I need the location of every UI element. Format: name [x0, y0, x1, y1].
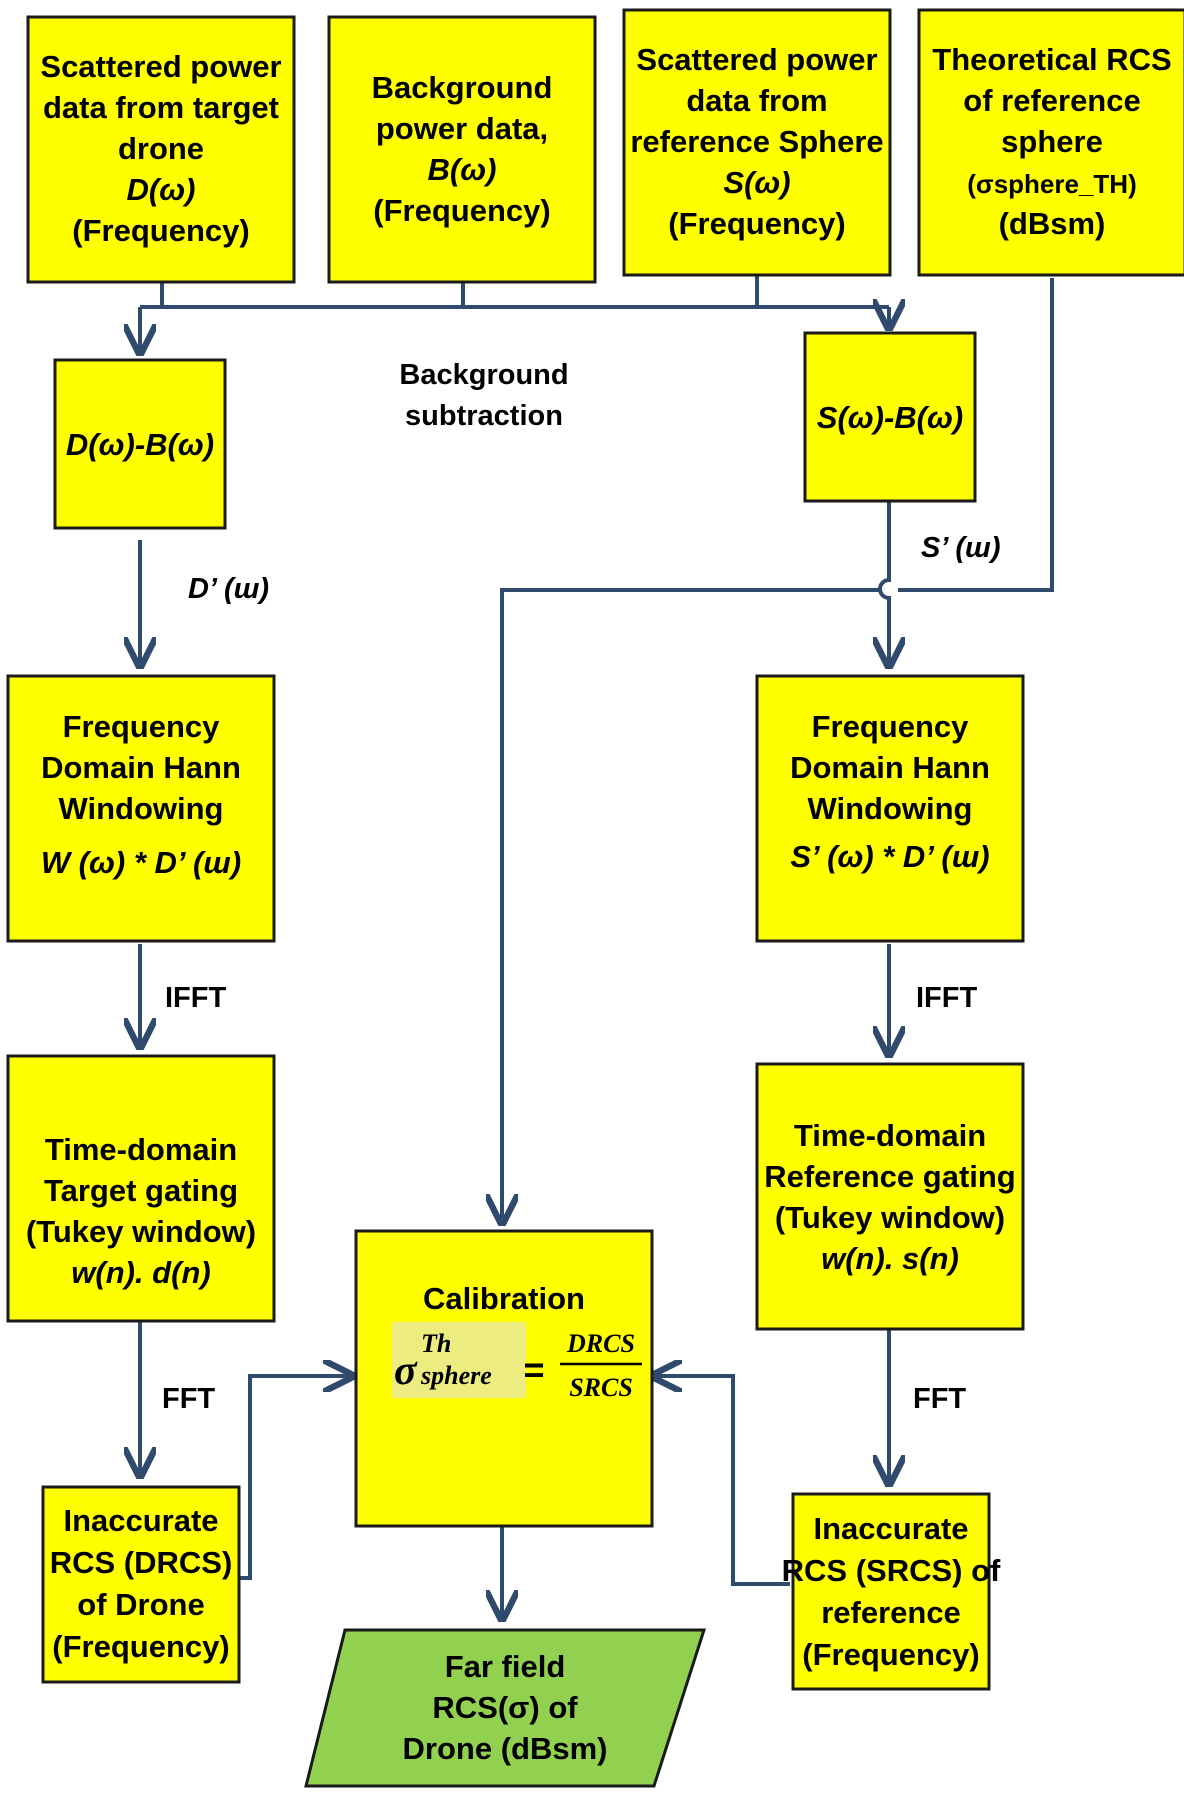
box-text: Far field	[445, 1649, 566, 1684]
ifft-label-left: IFFT	[165, 982, 226, 1014]
background-subtraction-label: Background	[399, 359, 568, 391]
box-text: Reference gating	[764, 1159, 1016, 1194]
box-text: reference	[821, 1595, 961, 1630]
calibration-title: Calibration	[423, 1281, 585, 1316]
edge-labels: Background subtraction D’ (ɯ) S’ (ɯ) IFF…	[162, 359, 1000, 1415]
box-text: B(ω)	[428, 152, 497, 187]
ifft-label-right: IFFT	[916, 982, 977, 1014]
connector-theoretical	[898, 278, 1054, 592]
formula-equals: =	[523, 1349, 544, 1390]
box-text: RCS(σ) of	[432, 1690, 578, 1725]
box-text: Drone (dBsm)	[403, 1731, 608, 1766]
arrow-to-calibration-top	[502, 588, 880, 1222]
box-hann-left: Frequency Domain Hann Windowing W (ω) * …	[6, 674, 276, 943]
box-text: Windowing	[58, 791, 223, 826]
formula-superscript: Th	[421, 1329, 451, 1358]
box-text: w(n). s(n)	[821, 1241, 959, 1276]
box-text: data from	[686, 83, 827, 118]
box-text: S(ω)-B(ω)	[817, 400, 963, 435]
fft-label-right: FFT	[913, 1383, 966, 1415]
connectors	[140, 276, 1054, 1618]
arrow-s-prime	[880, 502, 889, 665]
box-text: of reference	[963, 83, 1140, 118]
box-text: Background	[372, 70, 553, 105]
box-text: drone	[118, 131, 204, 166]
box-text: data from target	[43, 90, 279, 125]
box-text: Frequency	[63, 709, 221, 744]
box-text: power data,	[376, 111, 548, 146]
s-prime-label: S’ (ɯ)	[921, 532, 1000, 564]
box-text: Scattered power	[40, 49, 281, 84]
formula-numerator: DRCS	[566, 1329, 635, 1358]
box-calibration: Calibration σ Th sphere = DRCS SRCS	[354, 1229, 654, 1528]
box-text: Domain Hann	[41, 750, 241, 785]
box-text: (Tukey window)	[26, 1214, 256, 1249]
box-text: (Frequency)	[802, 1637, 979, 1672]
box-text: D(ω)	[127, 172, 196, 207]
box-text: Frequency	[812, 709, 970, 744]
box-text: Theoretical RCS	[932, 42, 1171, 77]
arrow-reference-to-calibration	[654, 1376, 790, 1586]
box-text: Target gating	[44, 1173, 238, 1208]
formula-sigma: σ	[394, 1348, 418, 1394]
box-text: sphere	[1001, 124, 1103, 159]
box-rcs-reference: Inaccurate RCS (SRCS) of reference (Freq…	[782, 1492, 1001, 1691]
box-text: (dBsm)	[999, 206, 1106, 241]
box-text: w(n). d(n)	[71, 1255, 210, 1290]
box-text: Domain Hann	[790, 750, 990, 785]
d-prime-label: D’ (ɯ)	[188, 573, 269, 605]
box-text: Scattered power	[636, 42, 877, 77]
arrow-drone-to-calibration	[240, 1376, 351, 1580]
box-text: (σsphere_TH)	[967, 169, 1136, 199]
box-text: of Drone	[77, 1587, 204, 1622]
box-theoretical-rcs: Theoretical RCS of reference sphere (σsp…	[917, 8, 1184, 277]
background-subtraction-label: subtraction	[405, 400, 563, 432]
box-text: Inaccurate	[63, 1503, 218, 1538]
box-gating-right: Time-domain Reference gating (Tukey wind…	[755, 1062, 1025, 1331]
box-text: (Tukey window)	[775, 1200, 1005, 1235]
box-reference-sphere: Scattered power data from reference Sphe…	[622, 8, 892, 277]
box-text: RCS (DRCS)	[50, 1545, 233, 1580]
box-hann-right: Frequency Domain Hann Windowing S’ (ω) *…	[755, 674, 1025, 943]
far-field-output: Far field RCS(σ) of Drone (dBsm)	[304, 1628, 707, 1788]
box-text: W (ω) * D’ (ɯ)	[41, 845, 241, 880]
box-text: (Frequency)	[373, 193, 550, 228]
box-text: Time-domain	[45, 1132, 237, 1167]
formula-denominator: SRCS	[569, 1373, 633, 1402]
box-text: S’ (ω) * D’ (ɯ)	[790, 839, 989, 874]
box-text: Windowing	[807, 791, 972, 826]
box-text: RCS (SRCS) of	[782, 1553, 1001, 1588]
box-text: (Frequency)	[668, 206, 845, 241]
box-rcs-drone: Inaccurate RCS (DRCS) of Drone (Frequenc…	[41, 1485, 241, 1684]
box-text: D(ω)-B(ω)	[66, 427, 214, 462]
box-target-drone: Scattered power data from target drone D…	[26, 15, 296, 284]
box-gating-left: Time-domain Target gating (Tukey window)…	[6, 1054, 276, 1323]
box-text: (Frequency)	[72, 213, 249, 248]
box-background: Background power data, B(ω) (Frequency)	[327, 15, 597, 284]
box-s-minus-b: S(ω)-B(ω)	[803, 331, 977, 503]
box-text: S(ω)	[723, 165, 790, 200]
box-text: Inaccurate	[813, 1511, 968, 1546]
fft-label-left: FFT	[162, 1383, 215, 1415]
box-text: Time-domain	[794, 1118, 986, 1153]
box-text: reference Sphere	[630, 124, 883, 159]
formula-subscript: sphere	[420, 1361, 492, 1390]
formula-highlight	[392, 1322, 526, 1398]
box-text: (Frequency)	[52, 1629, 229, 1664]
box-d-minus-b: D(ω)-B(ω)	[53, 358, 227, 530]
